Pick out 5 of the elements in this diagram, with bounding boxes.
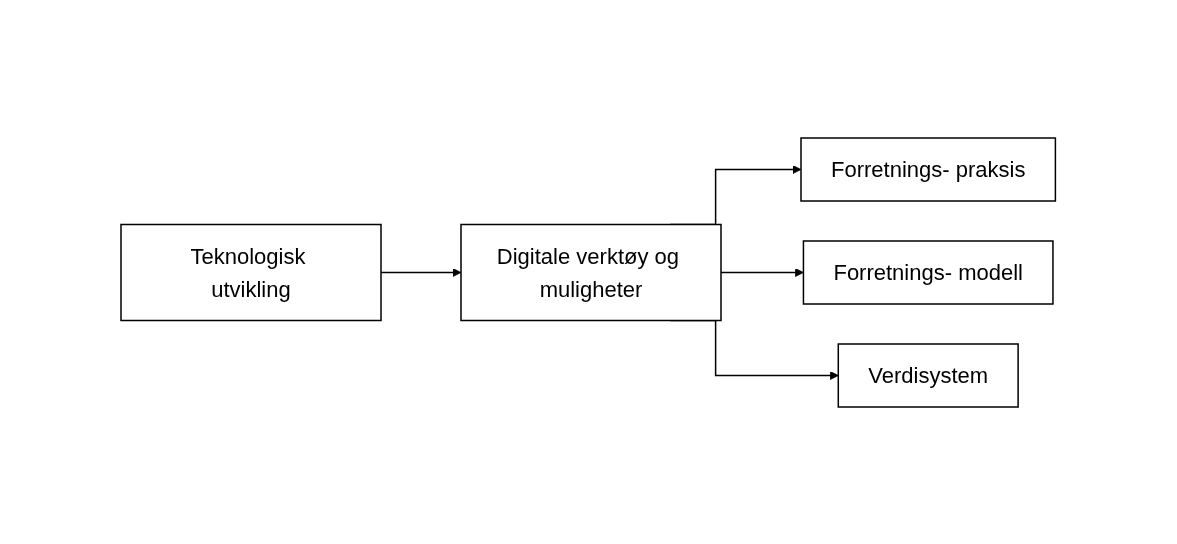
node-box: Digitale verktøy og muligheter: [460, 223, 723, 321]
node-box: Forretnings- modell: [803, 239, 1054, 305]
node-box: Teknologisk utvikling: [120, 223, 383, 321]
node-box: Forretnings- praksis: [800, 136, 1057, 202]
node-box: Verdisystem: [837, 342, 1020, 408]
